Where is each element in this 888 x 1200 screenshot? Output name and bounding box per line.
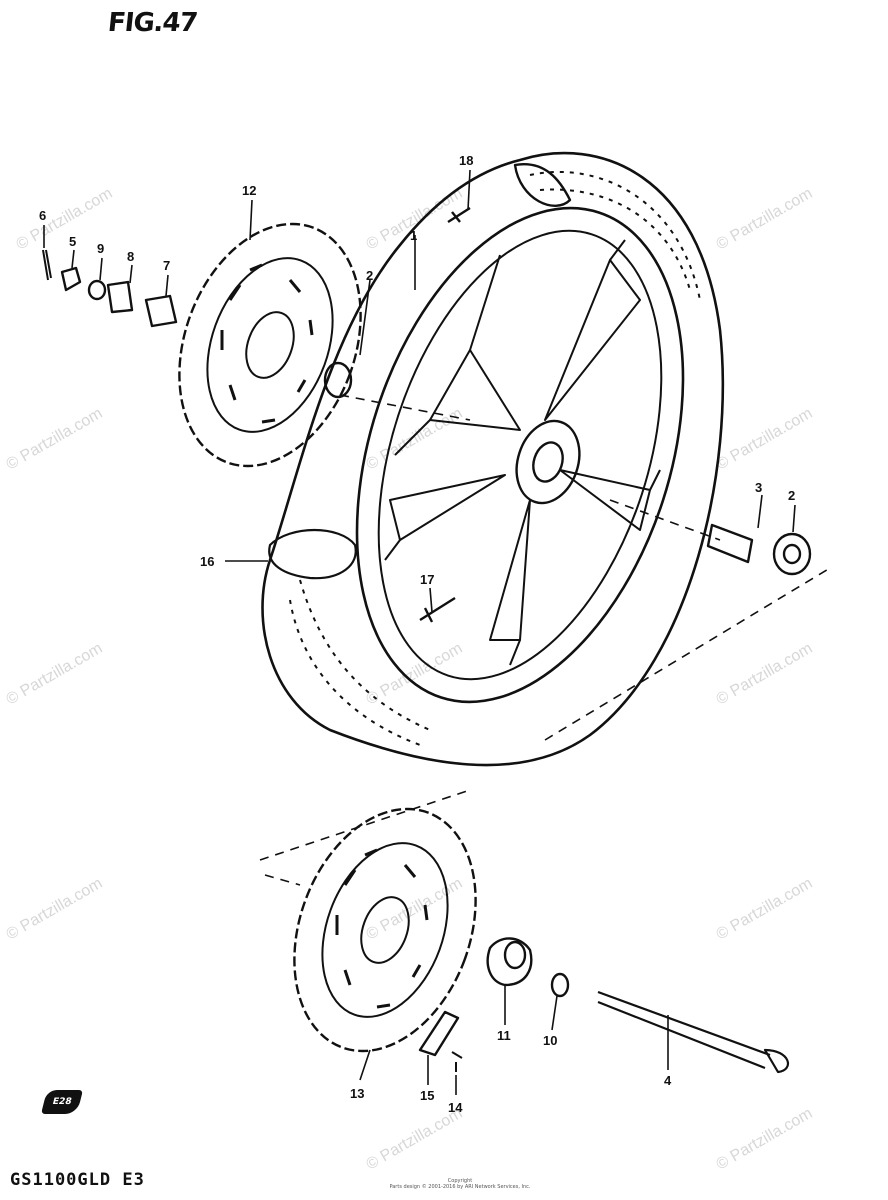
- rim-outer: [355, 206, 685, 704]
- callout-7: 7: [163, 258, 170, 273]
- lower-hardware: [418, 937, 790, 1074]
- callout-1: 1: [410, 228, 417, 243]
- callout-11: 11: [497, 1028, 511, 1043]
- wheel-hub: [515, 419, 581, 505]
- bearing-2-left: [323, 361, 353, 399]
- badge-text: E28: [51, 1097, 73, 1107]
- wheel-spokes: [384, 239, 661, 666]
- watermark-5: © Partzilla.com: [364, 405, 466, 474]
- speedo-gearbox-11: [486, 937, 533, 987]
- spacer-3: [706, 523, 754, 564]
- callout-8: 8: [127, 249, 134, 264]
- nut-5: [60, 266, 82, 292]
- bolt-14: [451, 1051, 463, 1072]
- washer-9: [87, 279, 107, 301]
- brake-disc-upper: [178, 222, 362, 468]
- watermark-7: © Partzilla.com: [4, 640, 106, 709]
- front-wheel-assembly: [261, 151, 725, 767]
- watermark-11: © Partzilla.com: [364, 875, 466, 944]
- model-code: GS1100GLD E3: [10, 1170, 145, 1190]
- copyright-line-2: Parts design © 2001-2016 by ARI Network …: [389, 1184, 531, 1190]
- callout-9: 9: [97, 241, 104, 256]
- watermark-3: © Partzilla.com: [714, 185, 816, 254]
- rim-band-16: [268, 529, 357, 580]
- callout-6: 6: [39, 208, 46, 223]
- watermark-9: © Partzilla.com: [714, 640, 816, 709]
- brake-disc-lower: [293, 807, 477, 1053]
- callout-16: 16: [200, 554, 214, 569]
- watermark-13: © Partzilla.com: [364, 1105, 466, 1174]
- watermark-10: © Partzilla.com: [4, 875, 106, 944]
- tire-tread: [289, 170, 701, 746]
- watermark-12: © Partzilla.com: [714, 875, 816, 944]
- callout-labels: 1 2 2 3 4 5 6 7 8 9 10 11 12 13 14 15 16…: [39, 153, 795, 1115]
- callout-3: 3: [755, 480, 762, 495]
- washer-10: [550, 972, 570, 998]
- watermark-8: © Partzilla.com: [364, 640, 466, 709]
- leader-lines: [43, 169, 796, 1095]
- callout-12: 12: [242, 183, 256, 198]
- callout-17: 17: [420, 572, 434, 587]
- plate-15: [418, 1010, 460, 1057]
- callout-2-left: 2: [366, 268, 373, 283]
- axle-centerline: [259, 394, 831, 886]
- right-hardware: [706, 523, 812, 576]
- watermark-14: © Partzilla.com: [714, 1105, 816, 1174]
- callout-5: 5: [69, 234, 76, 249]
- watermark-6: © Partzilla.com: [714, 405, 816, 474]
- copyright-notice: Copyright Parts design © 2001-2016 by AR…: [380, 1178, 540, 1190]
- callout-18: 18: [459, 153, 473, 168]
- tire-outline: [261, 151, 725, 767]
- cotter-pin-6: [42, 249, 52, 281]
- watermark-4: © Partzilla.com: [4, 405, 106, 474]
- copyright-line-1: Copyright: [447, 1178, 473, 1184]
- axle-4: [597, 990, 790, 1074]
- tube-flap: [513, 163, 572, 207]
- spacer-7: [144, 294, 178, 328]
- bearing-2-right: [772, 532, 812, 576]
- valve-18: [447, 206, 471, 224]
- callout-13: 13: [350, 1086, 364, 1101]
- callout-15: 15: [420, 1088, 434, 1103]
- callout-4: 4: [664, 1073, 672, 1088]
- left-hardware: [42, 249, 353, 399]
- callout-2-right: 2: [788, 488, 795, 503]
- callout-10: 10: [543, 1033, 557, 1048]
- callout-14: 14: [448, 1100, 463, 1115]
- rim-inner: [377, 229, 663, 681]
- spacer-8: [106, 280, 134, 314]
- balancer-17: [419, 596, 456, 623]
